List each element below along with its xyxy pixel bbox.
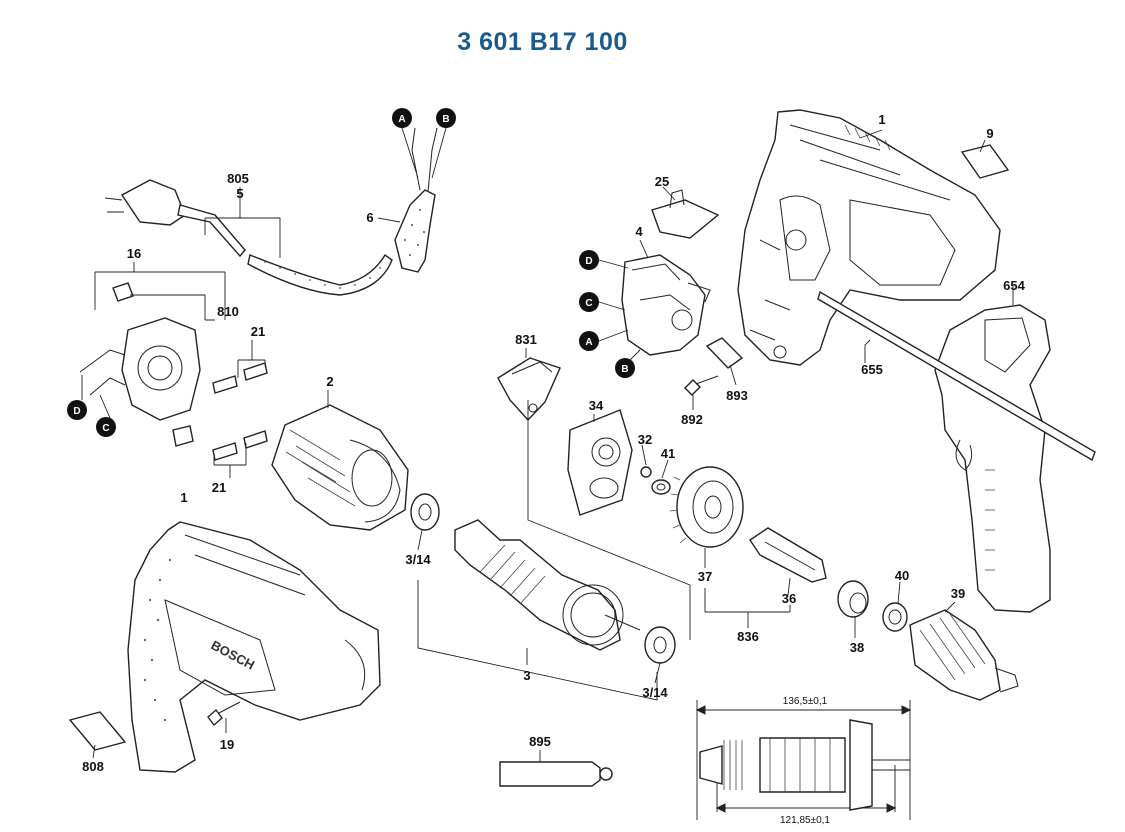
chuck-39 [909,609,1019,701]
spindle-36 [749,527,827,583]
marker-C-switch: C [579,292,599,312]
part-label-805: 805 [227,171,249,186]
dimension-inner-length: 121,85±0,1 [780,815,830,826]
cord-sleeve-6 [394,127,438,273]
bearing-3-14-lower [644,626,676,664]
svg-text:C: C [585,298,592,309]
part-label-808: 808 [82,759,104,774]
part-label-1-bottom: 1 [180,490,187,505]
part-label-654: 654 [1003,278,1025,293]
switch-cover-25 [651,189,720,239]
armature-3 [454,519,641,651]
part-label-893: 893 [726,388,748,403]
part-label-19: 19 [220,737,234,752]
marker-D-switch: D [579,250,599,270]
marker-A-switch: A [579,331,599,351]
washer-40 [882,602,908,632]
part-label-21-upper: 21 [251,324,265,339]
svg-text:D: D [73,406,80,417]
leader-lines [92,129,1014,762]
gear-37 [669,466,744,548]
svg-text:B: B [621,364,628,375]
part-label-655: 655 [861,362,883,377]
svg-text:A: A [398,114,405,125]
svg-text:B: B [442,114,449,125]
bearing-plate-34 [567,409,633,516]
part-label-9: 9 [986,126,993,141]
armature-dimension-drawing [695,700,912,820]
part-label-38: 38 [850,640,864,655]
part-label-836: 836 [737,629,759,644]
brush-holder-16 [79,282,201,447]
housing-half-top [737,109,1001,366]
switch-4 [621,254,711,356]
part-label-41: 41 [661,446,675,461]
marker-A-top: A [392,108,412,128]
marker-D-brushholder: D [67,400,87,420]
part-label-2: 2 [326,374,333,389]
page-title: 3 601 B17 100 [457,28,628,56]
screw-892 [684,375,719,396]
bearing-38 [837,580,869,618]
part-label-25: 25 [655,174,669,189]
screw-19 [207,701,241,727]
ball-32 [640,466,652,478]
part-label-40: 40 [895,568,909,583]
svg-text:A: A [585,337,592,348]
cover-plate-831 [497,357,561,422]
part-label-895: 895 [529,734,551,749]
bearing-3-14-upper [410,493,440,531]
stator-2 [271,404,409,531]
bearing-41 [651,479,671,495]
part-label-810: 810 [217,304,239,319]
svg-text:C: C [102,423,109,434]
part-label-3-14-upper: 3/14 [405,552,431,567]
part-labels: 1 9 805 5 6 25 4 16 810 21 831 654 655 8… [82,112,1025,774]
label-plate-9 [960,144,1010,179]
part-label-6: 6 [366,210,373,225]
part-label-3-14-lower: 3/14 [642,685,668,700]
dimension-overall-length: 136,5±0,1 [783,696,828,707]
part-label-39: 39 [951,586,965,601]
dimension-labels: 136,5±0,1 121,85±0,1 [780,696,830,826]
marker-B-top: B [436,108,456,128]
svg-text:D: D [585,256,592,267]
part-label-37: 37 [698,569,712,584]
grease-tube-895 [499,761,613,787]
part-label-1-top: 1 [878,112,885,127]
part-label-831: 831 [515,332,537,347]
part-label-3: 3 [523,668,530,683]
part-label-21-lower: 21 [212,480,226,495]
housing-half-bottom: BOSCH [127,521,381,773]
part-label-32: 32 [638,432,652,447]
label-plate-808 [68,711,127,751]
depth-rod-655 [817,290,1096,462]
side-handle-654 [934,304,1051,613]
connection-markers: A B D C A B D C [67,108,641,437]
part-label-16: 16 [127,246,141,261]
carbon-brushes-21 [212,362,268,461]
power-cord [104,179,393,296]
marker-B-switch: B [615,358,635,378]
marker-C-brushholder: C [96,417,116,437]
clip-893 [705,337,744,369]
part-label-892: 892 [681,412,703,427]
part-label-34: 34 [589,398,604,413]
part-label-4: 4 [635,224,643,239]
part-label-5: 5 [236,186,243,201]
part-label-36: 36 [782,591,796,606]
